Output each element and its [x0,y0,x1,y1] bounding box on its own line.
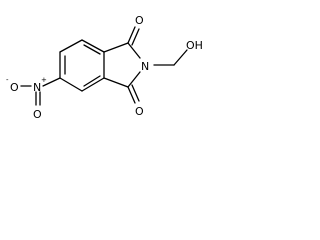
bond-aromatic-inner-2 [83,75,101,87]
nitro-plus-charge: + [41,76,47,84]
bond-imide-bottom-n [127,71,141,88]
bond-ch2-oh [173,49,188,66]
bond-ring-6 [59,39,83,53]
hydroxyl-label: OH [186,39,203,52]
bond-carbonyl-bottom-a [127,86,136,104]
carbonyl-oxygen-top-label: O [135,14,144,27]
bond-carbonyl-top-b [131,28,140,46]
bond-aromatic-inner-1 [83,44,101,55]
bond-imide-bottom-ring [103,77,129,88]
bond-ring-1 [81,39,105,53]
nitro-oxygen-left-label: O [10,81,19,94]
bond-imide-top-ring [103,42,129,53]
nitro-oxygen-bottom-label: O [33,108,42,121]
imide-nitrogen-label: N [141,60,149,73]
bond-imide-top-n [127,42,141,59]
bond-ring-3 [81,77,105,92]
nitro-minus-charge: - [6,76,9,84]
structure-diagram: O O N OH N + O - O [0,0,222,131]
nitro-nitrogen-label: N [33,81,41,94]
molecule-drawing: O O N OH N + O - O [6,14,203,121]
bond-carbonyl-top-a [127,26,136,44]
bond-carbonyl-bottom-b [131,84,140,102]
bond-ring-4 [59,77,83,92]
bond-ring-nitro [42,77,61,87]
carbonyl-oxygen-bottom-label: O [135,105,144,118]
